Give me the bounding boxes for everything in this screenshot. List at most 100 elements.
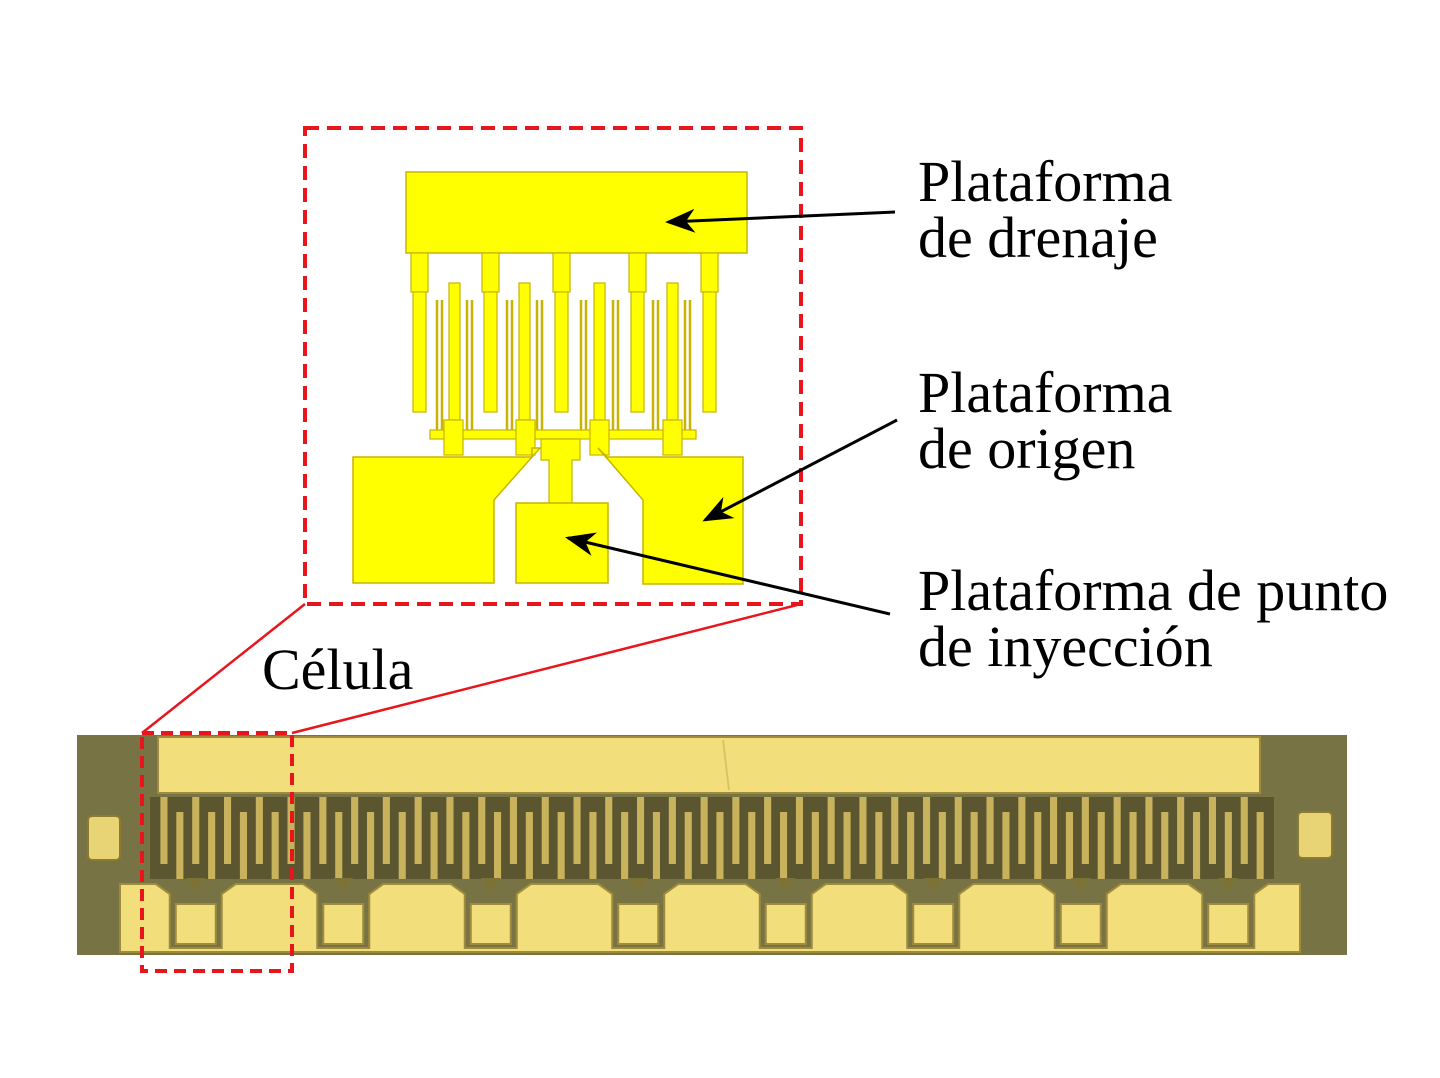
chip-gate-pad [1207,903,1250,945]
chip-gate-pad [912,903,955,945]
chip-gate-connector [333,878,354,892]
chip-gate-pads [174,878,1250,945]
chip-finger [208,812,216,879]
chip-finger [859,797,867,864]
cell-frame [140,731,294,973]
drain-fingers [410,252,719,413]
chip-finger [1129,812,1137,879]
zoom-connector-right [291,602,802,735]
chip-finger [446,797,454,864]
gate-pad-label: Plataforma de punto de inyección [918,562,1388,679]
chip-gate-pad [617,903,660,945]
drain-pad-label-line1: Plataforma [918,149,1173,214]
chip-finger [1002,812,1010,879]
chip-gate-connector [1070,878,1091,892]
chip-finger [589,812,597,879]
chip-finger [335,812,343,879]
chip-finger [795,797,803,864]
chip-finger [1240,797,1248,864]
source-pad-right [597,447,744,585]
drain-pad-label-line2: de drenaje [918,205,1158,270]
chip-finger [1050,797,1058,864]
chip-bond-mark-right [1297,811,1333,859]
chip-finger [986,797,994,864]
chip-finger [1097,812,1105,879]
chip-finger [573,797,581,864]
chip-finger [1113,797,1121,864]
chip-gate-connector [923,878,944,892]
arrow-source [702,418,898,522]
chip-gate-connector [185,878,206,892]
chip-gate-pad [469,903,512,945]
source-pad-label: Plataforma de origen [918,364,1172,481]
chip-gate-connector [1218,878,1239,892]
chip-gate-pad [1059,903,1102,945]
chip-drain-bus [157,736,1261,794]
chip-finger [414,797,422,864]
chip-finger-region [150,797,1274,879]
chip-finger [923,797,931,864]
drain-pad-label: Plataforma de drenaje [918,149,1173,270]
chip-finger [668,797,676,864]
chip-finger [637,797,645,864]
arrow-gate [565,532,891,616]
chip-finger [970,812,978,879]
zoom-connector-left [141,603,306,734]
gate-lines [435,300,692,430]
chip-finger [430,812,438,879]
chip-finger [907,812,915,879]
chip-finger [255,797,263,864]
chip-gate-connector [775,878,796,892]
chip-source-bar [119,883,1301,953]
chip-finger [1193,812,1201,879]
chip-finger [176,812,184,879]
chip-micrograph [77,735,1347,955]
chip-finger [1081,797,1089,864]
cell-label: Célula [262,637,414,702]
chip-finger [843,812,851,879]
gate-bus [429,429,697,440]
chip-finger [271,812,279,879]
chip-gate-pad [764,903,807,945]
chip-finger [827,797,835,864]
chip-gate-pad [322,903,365,945]
chip-finger [780,812,788,879]
chip-finger [1145,797,1153,864]
chip-finger [954,797,962,864]
chip-finger [541,797,549,864]
chip-finger [303,812,311,879]
chip-finger [509,797,517,864]
chip-finger [478,797,486,864]
chip-finger [621,812,629,879]
source-pad-left [352,447,542,584]
chip-finger [875,812,883,879]
chip-finger [367,812,375,879]
drain-pad [405,171,748,254]
chip-finger [1018,797,1026,864]
chip-finger [605,797,613,864]
chip-finger [811,812,819,879]
chip-finger [1224,812,1232,879]
chip-finger [764,797,772,864]
chip-finger [1161,812,1169,879]
chip-finger [224,797,232,864]
chip-finger [891,797,899,864]
chip-finger [192,797,200,864]
chip-finger [938,812,946,879]
gate-pad-label-line2: de inyección [918,614,1213,679]
chip-finger [494,812,502,879]
source-pad-label-line2: de origen [918,416,1136,481]
cell-layout-zoom [352,171,748,585]
chip-finger [160,797,168,864]
chip-gate-pad [174,903,217,945]
chip-gate-connector [628,878,649,892]
chip-finger [1177,797,1185,864]
chip-finger [319,797,327,864]
chip-finger [700,797,708,864]
zoom-frame [303,126,803,606]
chip-gate-connector [480,878,501,892]
chip-finger [1256,812,1264,879]
chip-finger [1065,812,1073,879]
chip-finger [239,812,247,879]
